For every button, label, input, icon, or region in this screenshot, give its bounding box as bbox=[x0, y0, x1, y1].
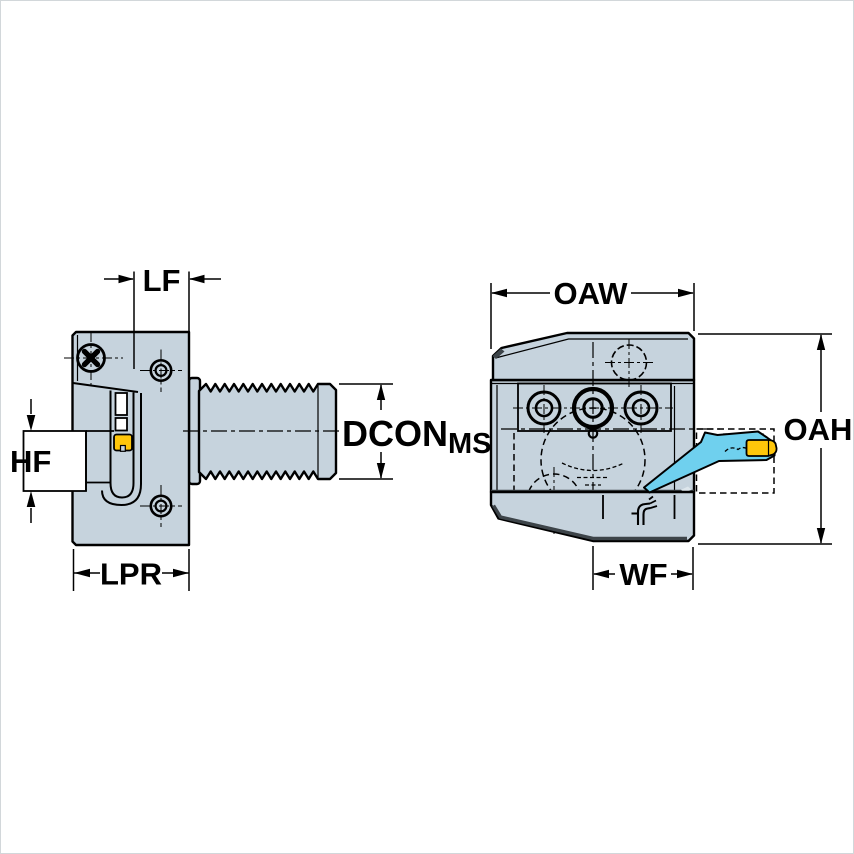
dim-dcon: DCON MS bbox=[339, 383, 492, 480]
blade-seat-slot bbox=[22, 382, 142, 507]
bottom-clamp-block bbox=[489, 490, 696, 543]
clamp-screw-lower bbox=[140, 485, 182, 527]
dim-oaw: OAW bbox=[490, 276, 695, 349]
dimension-label-dcon-subscript: MS bbox=[448, 428, 492, 460]
dim-hf: HF bbox=[10, 399, 51, 523]
dimension-label-lf: LF bbox=[143, 263, 181, 298]
dim-lpr: LPR bbox=[72, 549, 190, 592]
side-view bbox=[22, 330, 342, 547]
dimension-label-hf: HF bbox=[10, 444, 51, 479]
dimension-label-oah: OAH bbox=[784, 412, 853, 447]
dim-wf: WF bbox=[592, 546, 694, 592]
dimensions: LF HF DCON MS LPR bbox=[10, 263, 852, 592]
dim-oah: OAH bbox=[698, 333, 853, 545]
screw-pocket bbox=[517, 382, 672, 432]
dimension-label-dcon: DCON bbox=[342, 413, 448, 454]
clamp-screw-upper bbox=[140, 349, 182, 392]
dimension-label-oaw: OAW bbox=[553, 276, 628, 311]
cutting-insert-side bbox=[113, 433, 133, 452]
blade-side bbox=[22, 430, 87, 492]
torx-screw-icon bbox=[64, 332, 123, 385]
dim-lf: LF bbox=[104, 263, 221, 369]
dimension-label-lpr: LPR bbox=[100, 557, 162, 592]
front-view bbox=[489, 331, 778, 543]
blade-reference-box bbox=[695, 428, 775, 494]
dimension-label-wf: WF bbox=[619, 557, 667, 592]
coolant-outlet-icon bbox=[631, 495, 658, 525]
cutting-insert-front bbox=[745, 439, 778, 457]
